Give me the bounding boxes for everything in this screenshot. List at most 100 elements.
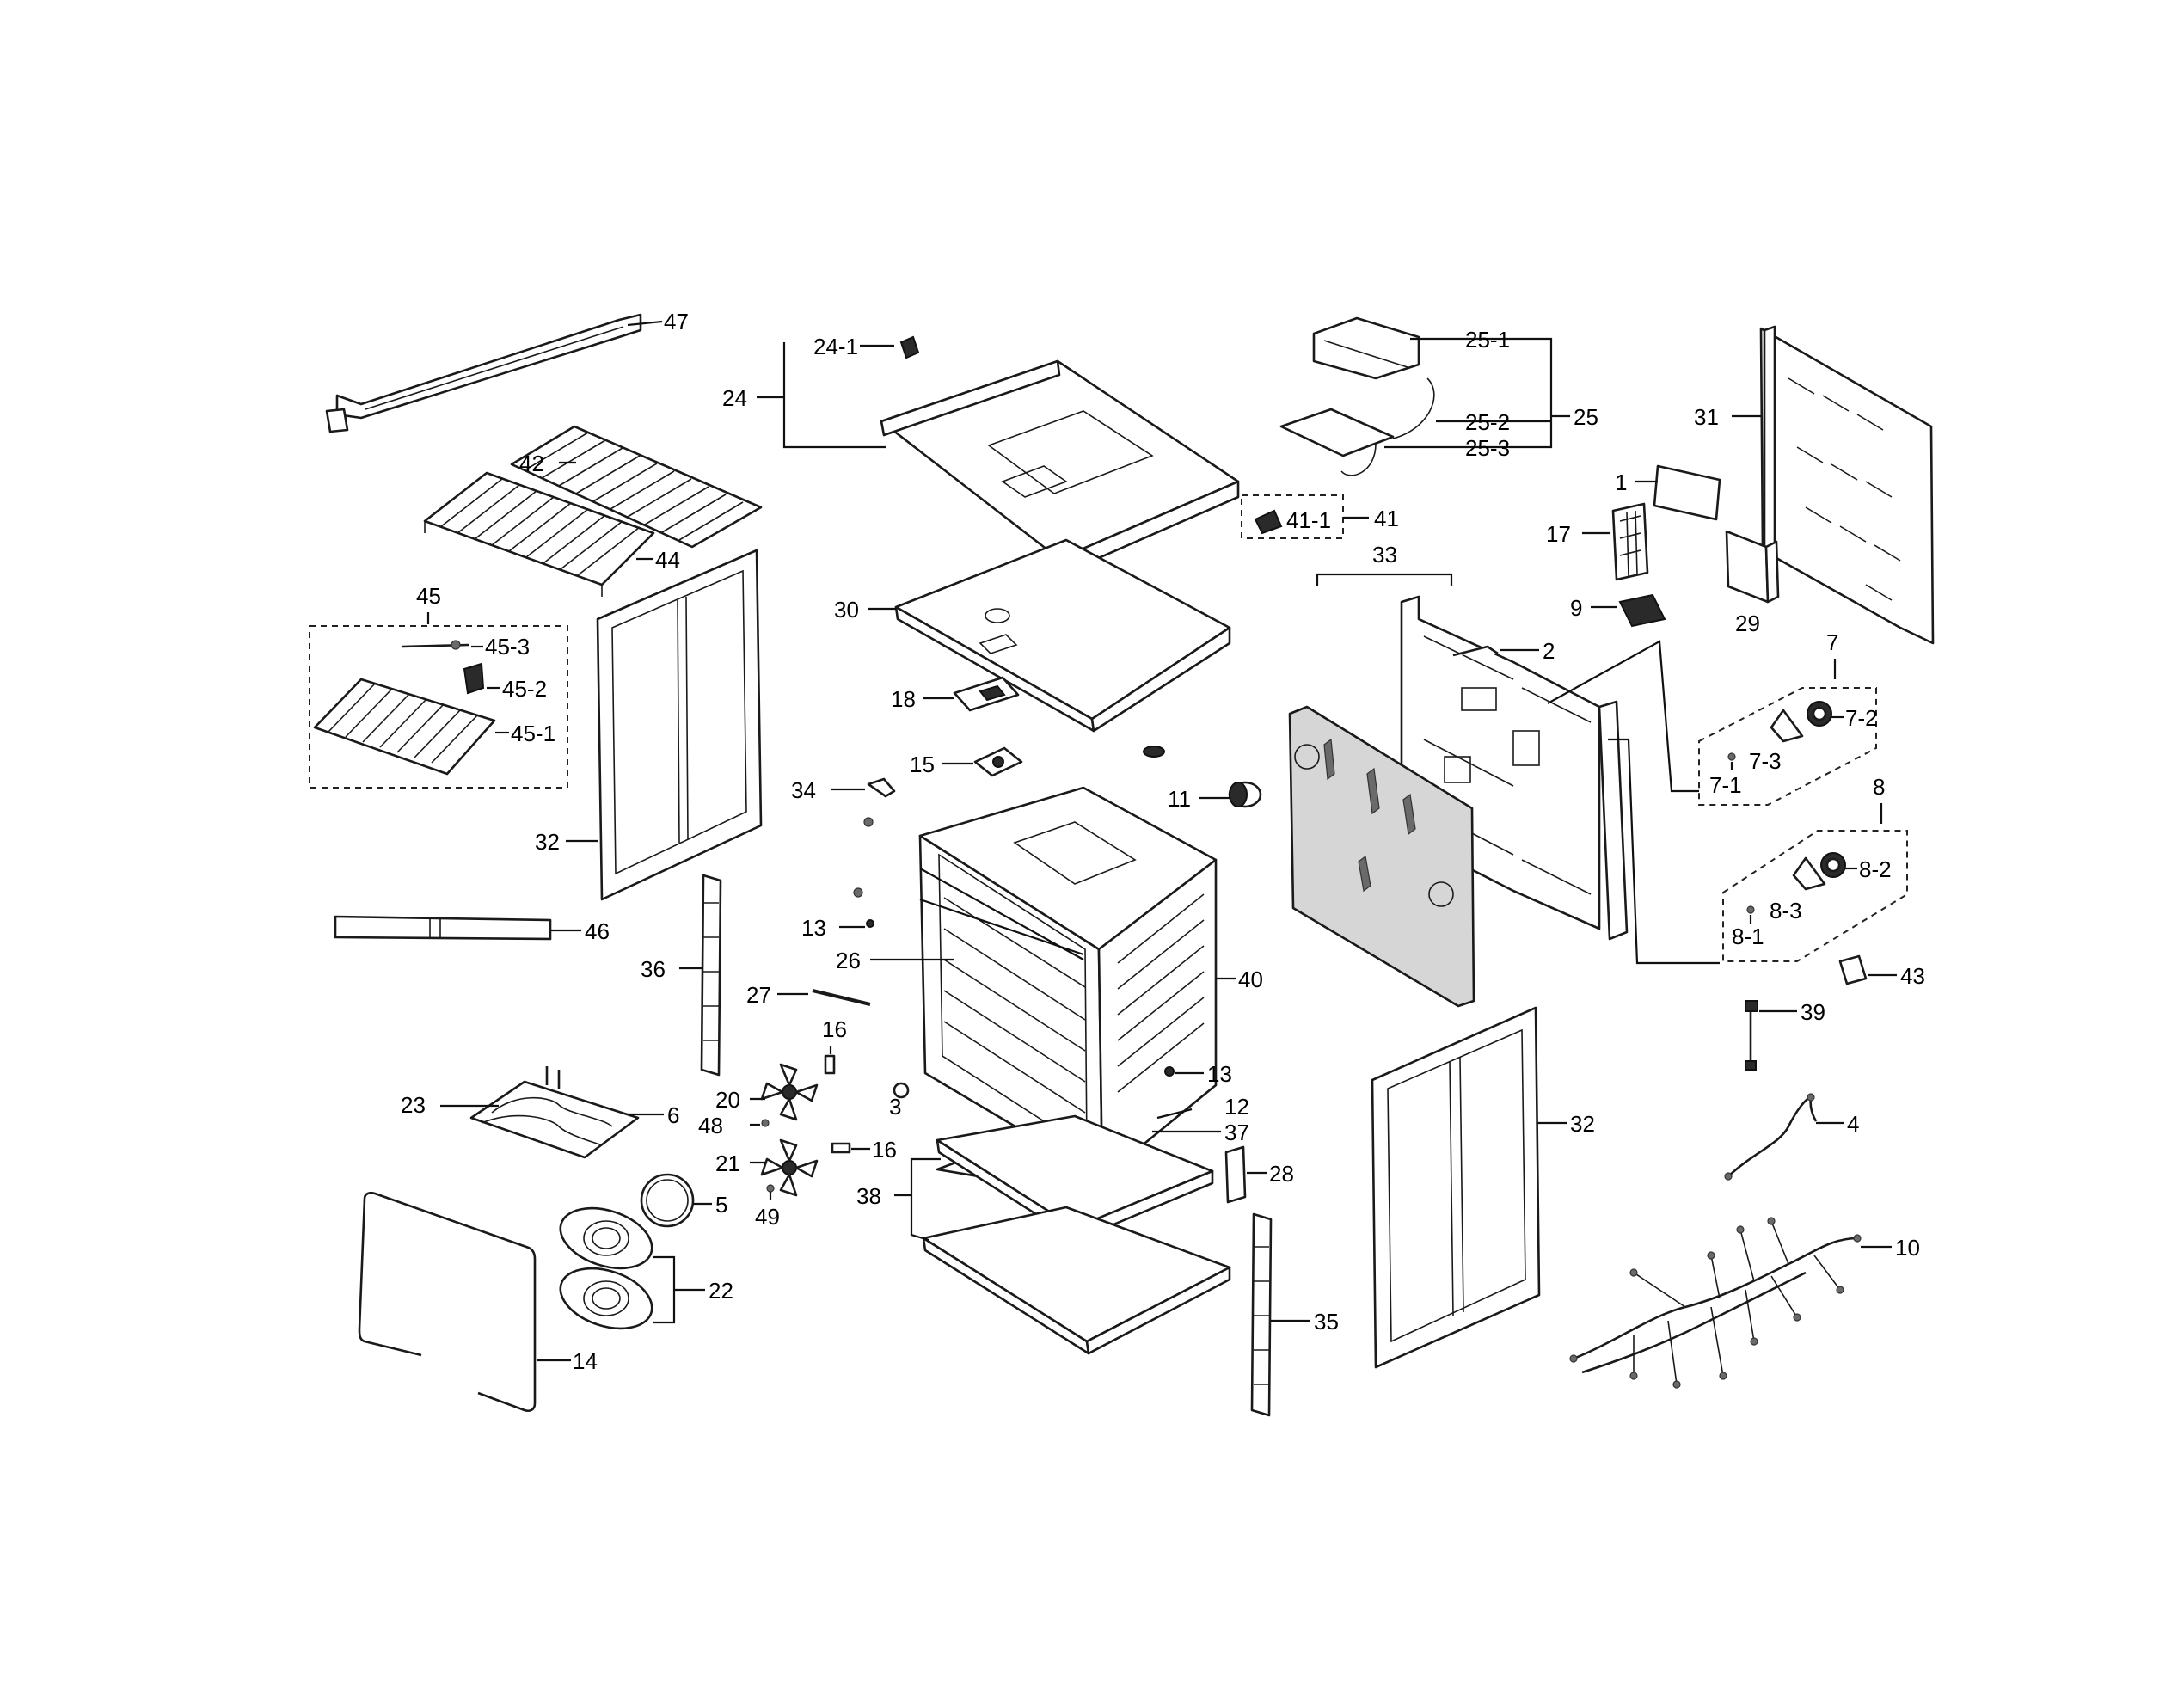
label-5: 5 <box>715 1192 727 1218</box>
label-48: 48 <box>698 1113 723 1138</box>
part-33-insulation-panel <box>1288 705 1475 1008</box>
part-29-bracket <box>1725 530 1780 604</box>
label-10: 10 <box>1895 1235 1920 1261</box>
label-38: 38 <box>856 1183 881 1209</box>
part-27-rod <box>812 989 871 1006</box>
label-37: 37 <box>1224 1120 1249 1145</box>
part-30-duct <box>894 538 1231 733</box>
part-39-sensor <box>1745 1000 1758 1071</box>
label-40: 40 <box>1238 967 1263 992</box>
part-4-wire <box>1724 1093 1818 1181</box>
label-45-2: 45-2 <box>502 676 547 702</box>
label-7-1: 7-1 <box>1709 772 1742 798</box>
label-17: 17 <box>1546 521 1571 547</box>
group-45-box <box>309 625 568 789</box>
label-47: 47 <box>664 309 689 334</box>
part-25-1-fan-motor <box>1312 316 1420 380</box>
part-24-1-clip <box>899 335 920 359</box>
part-42-oven-rack <box>510 425 763 549</box>
part-16-screw-upper <box>824 1054 836 1075</box>
label-13-right: 13 <box>1207 1061 1232 1087</box>
group-7-box <box>1698 687 1877 806</box>
part-22-fan-cover-upper <box>559 1206 653 1270</box>
label-25-2: 25-2 <box>1465 409 1510 435</box>
part-21-convection-fan <box>760 1138 819 1197</box>
part-43-cap <box>1838 954 1868 985</box>
label-25-1: 25-1 <box>1465 327 1510 353</box>
label-32-right: 32 <box>1570 1111 1595 1137</box>
part-7-2-thermostat <box>1807 701 1832 727</box>
part-47-trim-bar <box>325 313 642 433</box>
label-9: 9 <box>1570 595 1582 621</box>
label-41-1: 41-1 <box>1286 507 1331 533</box>
part-23-bake-element <box>469 1066 640 1159</box>
label-20: 20 <box>715 1087 740 1113</box>
label-23: 23 <box>401 1092 426 1118</box>
part-9-connector <box>1618 593 1666 628</box>
label-14: 14 <box>573 1348 598 1374</box>
label-8: 8 <box>1873 774 1885 800</box>
label-46: 46 <box>585 918 610 944</box>
label-45-1: 45-1 <box>511 721 555 746</box>
part-10-wire-harness <box>1569 1217 1862 1389</box>
part-screw-a <box>853 887 863 898</box>
label-27: 27 <box>746 982 771 1008</box>
part-13-screw-right <box>1164 1066 1175 1077</box>
label-7-2: 7-2 <box>1845 705 1878 731</box>
label-30: 30 <box>834 597 859 623</box>
part-41-1-switch <box>1254 509 1283 535</box>
label-35: 35 <box>1314 1309 1339 1335</box>
part-44-gliding-rack <box>423 471 655 597</box>
label-36: 36 <box>641 956 666 982</box>
label-32-left: 32 <box>535 829 560 855</box>
part-1-label-plate <box>1653 464 1721 521</box>
part-7-1-screw <box>1727 752 1736 761</box>
label-49: 49 <box>755 1204 780 1230</box>
part-36-rack-support-left <box>700 874 722 1077</box>
label-25-3: 25-3 <box>1465 435 1510 461</box>
label-12: 12 <box>1224 1094 1249 1120</box>
label-3: 3 <box>889 1094 901 1120</box>
label-16-upper: 16 <box>822 1016 847 1042</box>
label-45-3: 45-3 <box>485 634 530 660</box>
label-34: 34 <box>791 777 816 803</box>
part-14-door-gasket <box>358 1191 537 1413</box>
label-22: 22 <box>709 1278 733 1304</box>
part-34-latch <box>863 777 896 827</box>
part-7-3-bracket <box>1770 709 1804 743</box>
label-4: 4 <box>1847 1111 1859 1137</box>
label-25: 25 <box>1574 404 1598 430</box>
part-46-rack-slide <box>334 915 552 941</box>
part-32-door-glass-right <box>1371 1006 1541 1369</box>
part-28-bracket <box>1224 1145 1247 1204</box>
part-8-2-thermostat <box>1820 852 1846 878</box>
part-24-top-plate <box>880 359 1240 576</box>
part-2-wire-clip <box>1452 645 1499 657</box>
label-24: 24 <box>722 385 747 411</box>
part-31-rear-cover <box>1759 325 1935 645</box>
part-5-fan-ring <box>640 1173 695 1228</box>
label-31: 31 <box>1694 404 1719 430</box>
part-20-convection-fan <box>760 1063 819 1121</box>
part-plug <box>1143 746 1165 758</box>
label-28: 28 <box>1269 1161 1294 1187</box>
label-11: 11 <box>1168 786 1191 812</box>
label-24-1: 24-1 <box>813 334 858 359</box>
part-18-vent-cover <box>953 676 1020 712</box>
label-18: 18 <box>891 686 916 712</box>
part-45-1-rack-basket <box>313 678 496 776</box>
part-11-knob <box>1228 781 1262 808</box>
part-32-door-glass-left <box>596 549 763 901</box>
part-17-filter <box>1611 502 1649 581</box>
part-35-rack-support-right <box>1250 1212 1273 1417</box>
label-43: 43 <box>1900 963 1925 989</box>
label-42: 42 <box>519 451 544 476</box>
label-13-left: 13 <box>801 915 826 941</box>
label-26: 26 <box>836 948 861 973</box>
label-2: 2 <box>1543 638 1555 664</box>
label-8-1: 8-1 <box>1732 924 1764 949</box>
part-45-3-pin <box>402 640 469 650</box>
label-1: 1 <box>1615 469 1627 495</box>
part-oven-cavity <box>918 786 1218 1180</box>
label-8-2: 8-2 <box>1859 856 1892 882</box>
